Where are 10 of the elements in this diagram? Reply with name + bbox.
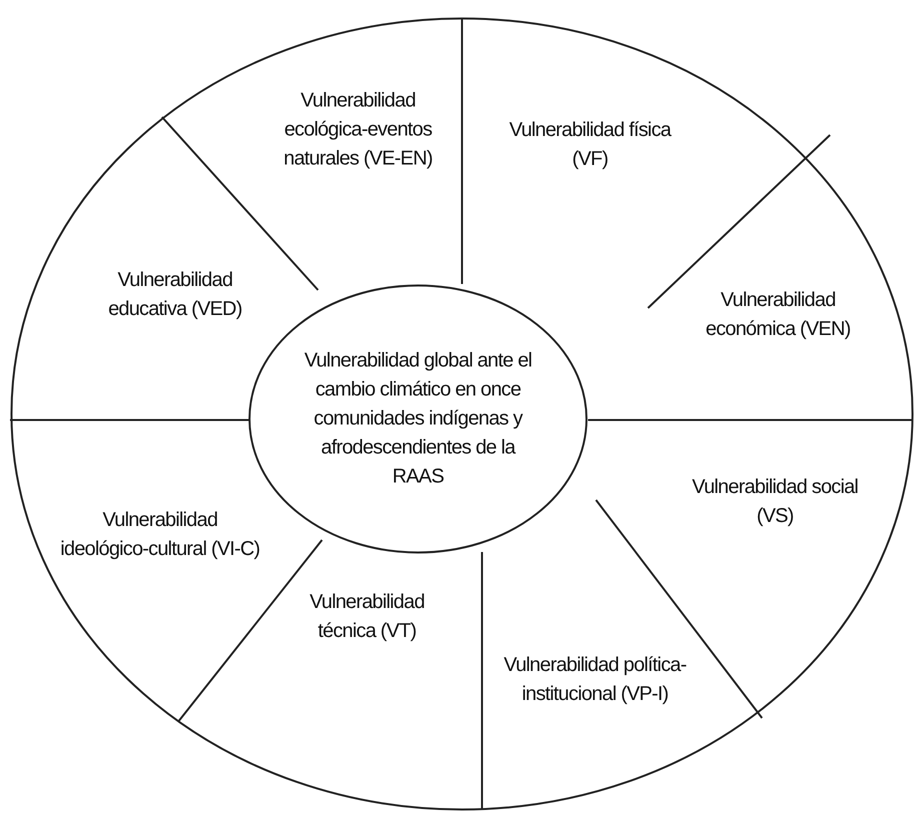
segment-label: Vulnerabilidad económica (VEN) [683,286,873,344]
segment-label: Vulnerabilidad política-institucional (VP-I) [492,651,698,709]
outer-ellipse [10,17,914,811]
segment-label: Vulnerabilidad física (VF) [505,116,675,174]
segment-label: Vulnerabilidad técnica (VT) [287,588,447,646]
segment-label: Vulnerabilidad social (VS) [690,473,860,531]
segment-label: Vulnerabilidad educativa (VED) [85,266,265,324]
segment-label: Vulnerabilidad ideológico-cultural (VI-C) [60,506,260,564]
segment-label: Vulnerabilidad ecológica-eventos naturales (VE-EN) [263,86,453,174]
center-text: Vulnerabilidad global ante el cambio climático en once comunidades indígenas y afrodescendientes de la RAAS [303,348,533,490]
